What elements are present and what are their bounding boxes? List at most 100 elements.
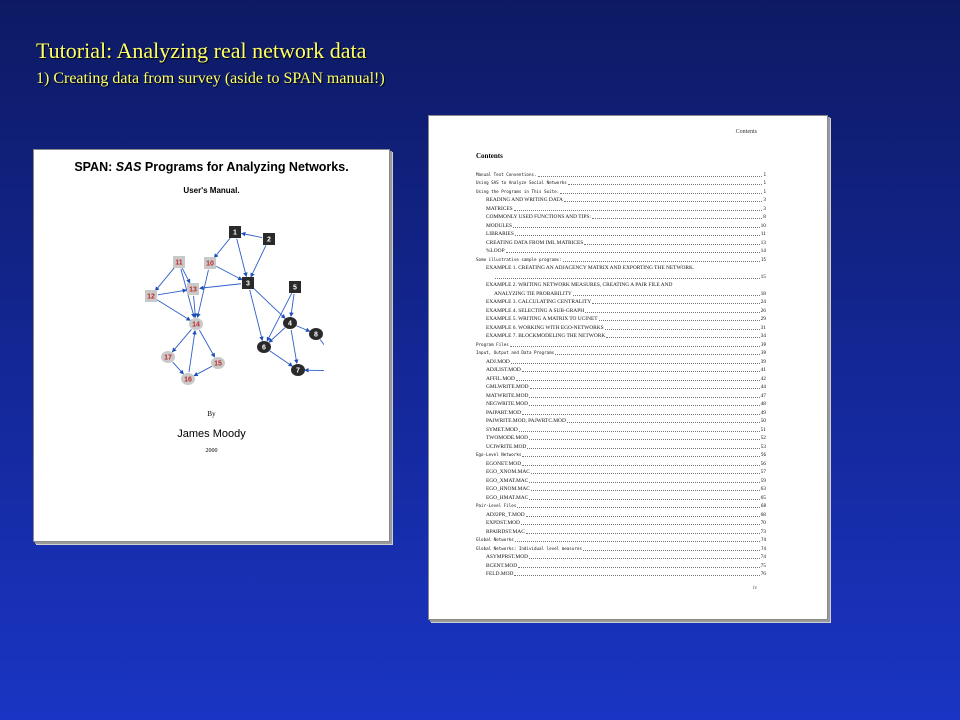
network-edge bbox=[156, 299, 191, 321]
slide-title: Tutorial: Analyzing real network data bbox=[36, 38, 367, 63]
network-edge bbox=[319, 339, 324, 346]
network-edge bbox=[171, 329, 192, 353]
toc-entry-text: EXAMPLE 7. BLOCKMODELING THE NETWORK bbox=[486, 333, 606, 339]
toc-entry-page: 57 bbox=[760, 469, 766, 475]
toc-entry-page: 39 bbox=[760, 350, 766, 355]
network-node bbox=[161, 351, 175, 363]
toc-entry-page: 52 bbox=[760, 435, 766, 441]
toc-entry-text: ADJ.MOD bbox=[486, 358, 510, 365]
toc-entry-text: Manual Text Conventions. bbox=[476, 171, 537, 177]
toc-entry-text: EXAMPLE 6. WORKING WITH EGO-NETWORKS bbox=[486, 324, 604, 331]
toc-entry-page: 63 bbox=[760, 486, 766, 492]
toc-entry: EXAMPLE 2. WRITING NETWORK MEASURES, CRE… bbox=[476, 281, 766, 290]
toc-leader-dots bbox=[606, 337, 760, 338]
toc-entry-page: 11 bbox=[760, 231, 766, 237]
toc-entry-page: 74 bbox=[760, 545, 766, 551]
network-node bbox=[189, 318, 203, 330]
network-node-label: 6 bbox=[262, 345, 266, 352]
toc-entry-text: EGONET.MOD bbox=[486, 460, 522, 467]
toc-entry-text: BCENT.MOD bbox=[486, 562, 518, 569]
network-edge bbox=[289, 293, 295, 317]
network-node bbox=[229, 226, 241, 238]
toc-entry-page: 3 bbox=[763, 205, 766, 212]
network-edge bbox=[252, 287, 286, 319]
toc-entry-text: Ego-Level Networks bbox=[476, 452, 522, 457]
toc-entry-page: 1 bbox=[763, 188, 766, 194]
network-node-label: 16 bbox=[184, 377, 192, 384]
toc-entry-text: ANALYZING TIE PROBABILITY bbox=[494, 290, 572, 297]
network-edge bbox=[172, 361, 184, 375]
toc-leader-dots bbox=[522, 456, 760, 457]
toc-entry-page: 1 bbox=[763, 180, 766, 185]
network-edge bbox=[193, 365, 213, 377]
toc-entry-page: 68 bbox=[760, 511, 766, 518]
toc-entry-page: 39 bbox=[760, 358, 766, 365]
toc-entry-page: 53 bbox=[760, 443, 766, 450]
network-edge bbox=[196, 269, 209, 319]
toc-entry: EGO_HNOM.MAC 63 bbox=[476, 485, 766, 494]
toc-entry-page: 42 bbox=[760, 375, 766, 382]
network-node-label: 17 bbox=[164, 355, 172, 362]
toc-leader-dots bbox=[529, 396, 760, 398]
toc-entry-text: Using the Programs in This Suite. bbox=[476, 188, 560, 194]
network-node-label: 15 bbox=[214, 361, 222, 368]
toc-leader-dots bbox=[555, 354, 760, 355]
toc-entry-text: ASYMPRST.MOD bbox=[486, 554, 528, 560]
toc-entry-page: 47 bbox=[760, 392, 766, 399]
toc-entry-page: 10 bbox=[760, 222, 766, 229]
toc-entry-page: 70 bbox=[760, 520, 766, 526]
toc-entry-text: EGO_HNOM.MAC bbox=[486, 486, 530, 492]
toc-entry-text: Input, Output and Data Programs bbox=[476, 350, 555, 355]
toc-entry-text: TWOMODE.MOD bbox=[486, 435, 529, 441]
toc-entry-text: EGO_XMAT.MAC bbox=[486, 477, 529, 484]
network-edge bbox=[269, 350, 293, 367]
toc-entry-text: EXAMPLE 4. SELECTING A SUB-GRAPH bbox=[486, 307, 585, 314]
toc-leader-dots bbox=[513, 226, 760, 228]
toc-entry-page: 34 bbox=[760, 333, 766, 339]
toc-entry: EXAMPLE 7. BLOCKMODELING THE NETWORK 34 bbox=[476, 332, 766, 341]
network-node bbox=[291, 364, 305, 376]
toc-leader-dots bbox=[495, 277, 760, 279]
toc-entry-text: FELD.MOD bbox=[486, 571, 514, 577]
toc-entry-page: 8 bbox=[763, 214, 766, 220]
toc-leader-dots bbox=[529, 481, 760, 483]
toc-entry-text: MATWRITE.MOD bbox=[486, 392, 529, 399]
toc-leader-dots bbox=[584, 243, 760, 245]
toc-leader-dots bbox=[572, 294, 760, 296]
toc-entry: Using SAS to Analyze Social Networks 1 bbox=[476, 179, 766, 188]
toc-leader-dots bbox=[505, 252, 760, 253]
network-node-label: 2 bbox=[267, 237, 271, 244]
network-edge bbox=[304, 367, 324, 373]
cover-year: 2000 bbox=[205, 448, 218, 454]
toc-leader-dots bbox=[529, 558, 760, 559]
network-node-label: 5 bbox=[293, 285, 297, 292]
network-edge bbox=[199, 283, 242, 291]
toc-leader-dots bbox=[530, 490, 760, 491]
toc-entry-text: CREATING DATA FROM IML MATRICES bbox=[486, 239, 584, 246]
toc-entry-text: PAJPART.MOD bbox=[486, 409, 521, 416]
network-node-label: 12 bbox=[147, 294, 155, 301]
toc-entry-page: 65 bbox=[760, 494, 766, 501]
toc-leader-dots bbox=[529, 388, 760, 389]
toc-leader-dots bbox=[518, 566, 760, 568]
toc-running-header: Contents bbox=[735, 129, 757, 135]
toc-leader-dots bbox=[525, 515, 760, 517]
network-node bbox=[257, 341, 271, 353]
toc-entry-page: 41 bbox=[760, 367, 766, 373]
toc-leader-dots bbox=[515, 379, 760, 381]
toc-entry-text: Using SAS to Analyze Social Networks bbox=[476, 180, 567, 185]
network-node bbox=[263, 233, 275, 245]
